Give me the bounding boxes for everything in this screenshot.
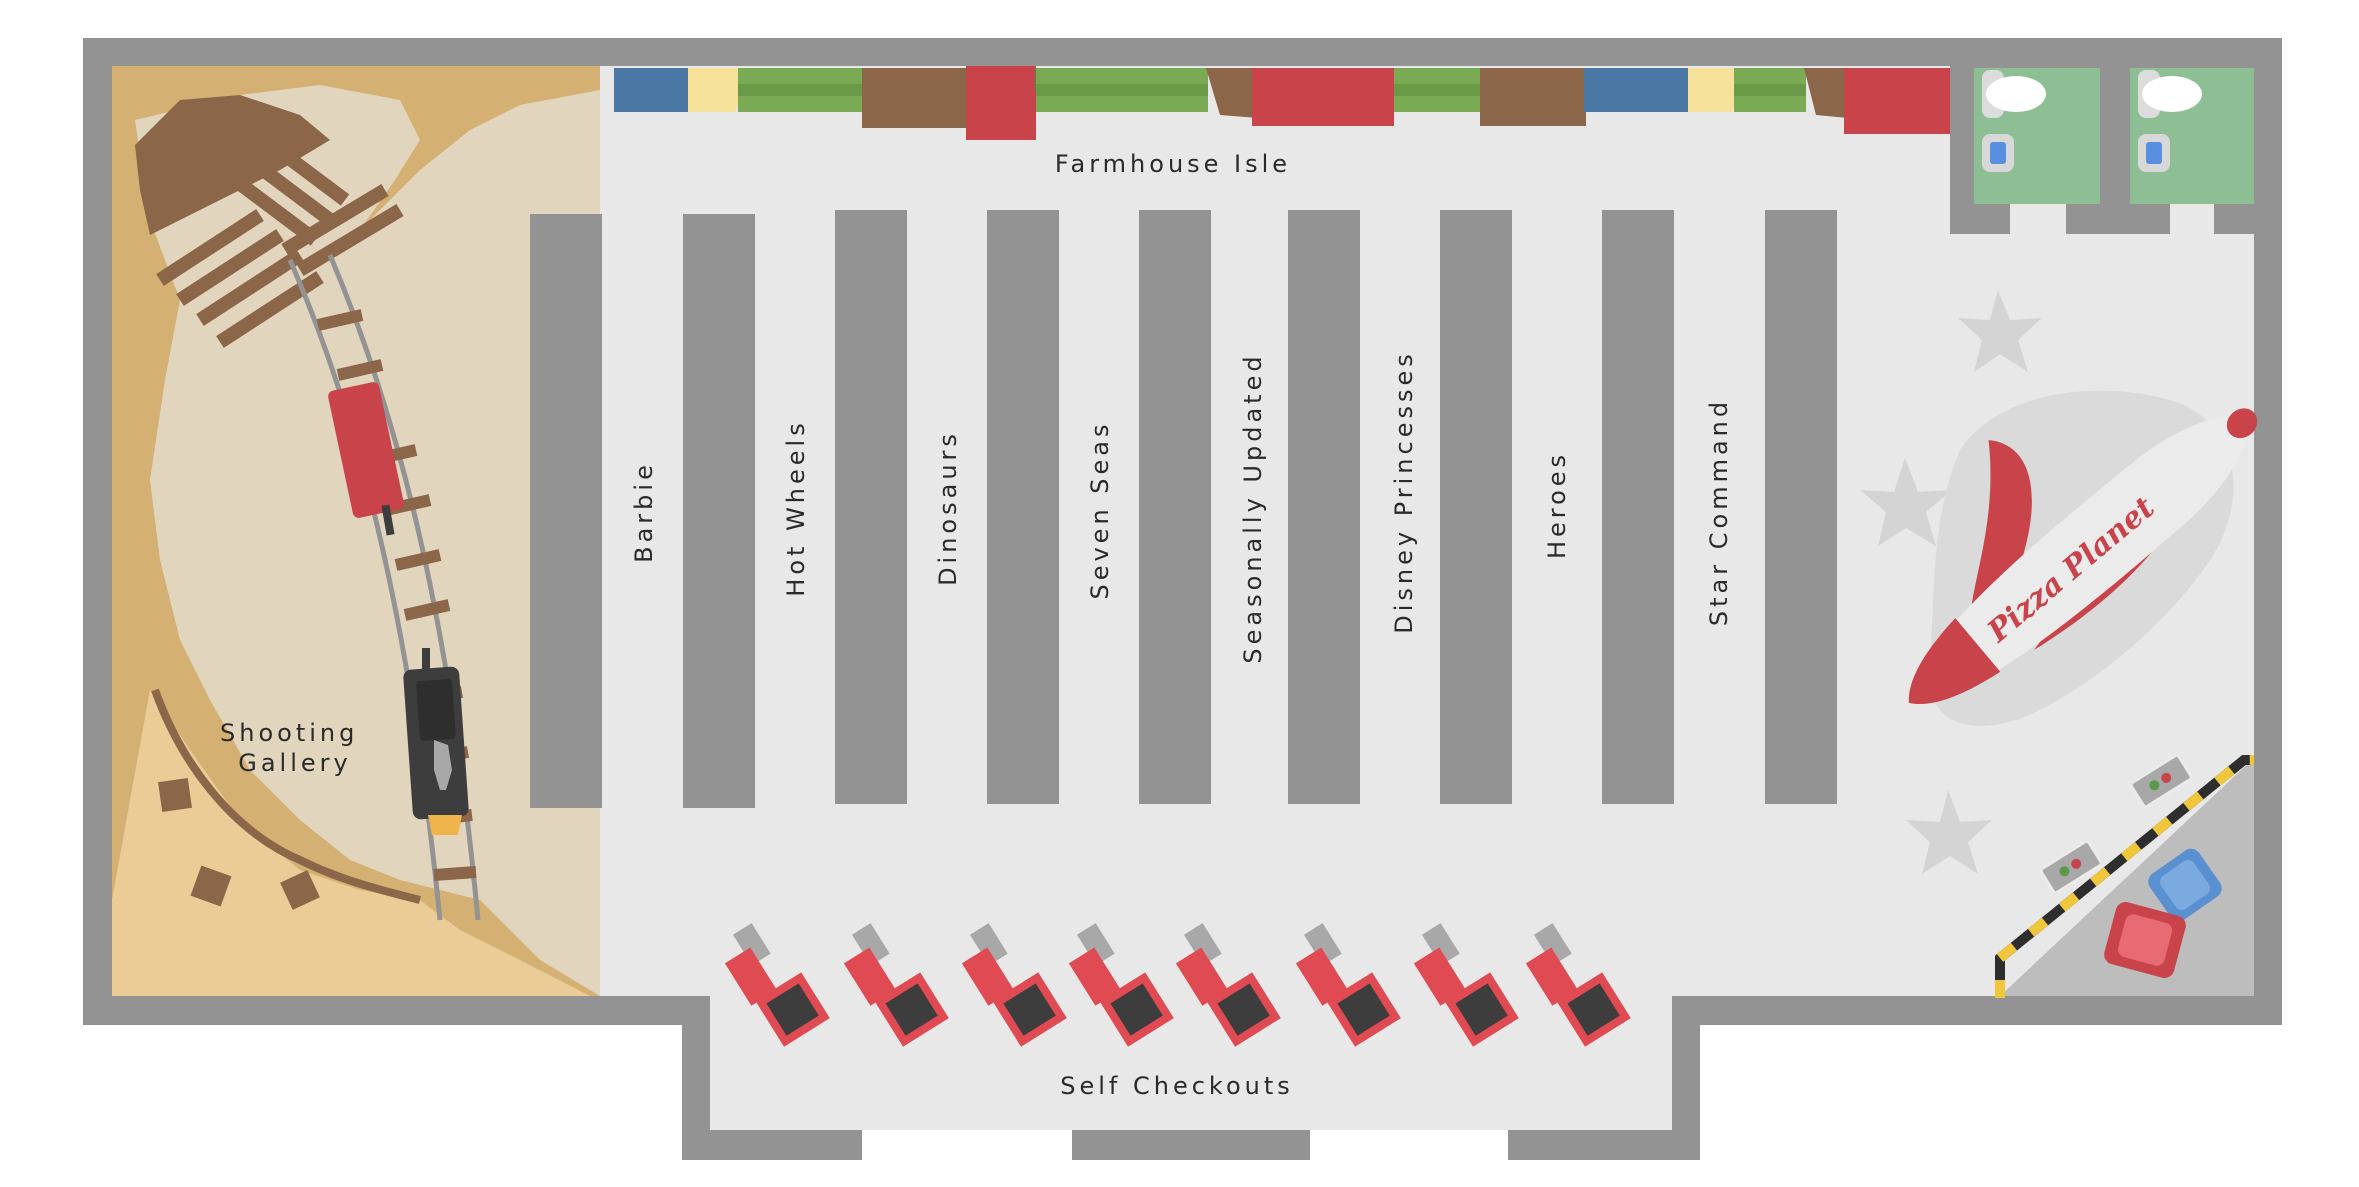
- farm-barn-brown-1: [862, 68, 970, 128]
- checkout-kiosk-icon[interactable]: [1285, 915, 1401, 1050]
- entrance-gap-right[interactable]: [1310, 1130, 1508, 1162]
- checkout-wing-floor: [710, 990, 1672, 1130]
- train-coupler: [381, 504, 395, 536]
- farm-barn-red-1: [966, 66, 1036, 140]
- aisle-label-heroes[interactable]: Heroes: [1543, 451, 1571, 559]
- self-checkouts-area: Self Checkouts: [714, 915, 1631, 1100]
- entrance-gap-left[interactable]: [862, 1130, 1072, 1162]
- crate-2: [190, 865, 232, 907]
- chair-icon[interactable]: [2102, 900, 2188, 980]
- checkout-kiosk-icon[interactable]: [714, 915, 830, 1050]
- farmhouse-isle-label: Farmhouse Isle: [1055, 150, 1291, 178]
- star-decorations: [1860, 290, 2042, 874]
- checkout-kiosk-icon[interactable]: [1058, 915, 1174, 1050]
- checkout-kiosk-icon[interactable]: [1403, 915, 1519, 1050]
- star-icon: [1958, 290, 2042, 372]
- shooting-gallery-area[interactable]: Shooting Gallery: [112, 66, 600, 996]
- crate-1: [158, 778, 192, 812]
- farm-field-green-stripe-4: [1734, 84, 1806, 96]
- aisle-label-disney-princesses[interactable]: Disney Princesses: [1390, 350, 1418, 634]
- aisle-label-dinosaurs[interactable]: Dinosaurs: [934, 430, 962, 586]
- shelf-2: [683, 214, 755, 808]
- arcade-corner[interactable]: [1995, 753, 2254, 998]
- restroom-door-gap-1: [2010, 204, 2066, 234]
- aisle-label-hot-wheels[interactable]: Hot Wheels: [782, 419, 810, 596]
- farm-barn-red-3: [1844, 68, 1952, 134]
- shelf-9: [1765, 210, 1837, 804]
- desert-crates: [158, 778, 320, 910]
- farm-roof-2: [1206, 68, 1258, 118]
- shelf-7: [1440, 210, 1512, 804]
- aisle-label-star-command[interactable]: Star Command: [1705, 398, 1733, 626]
- toilet-icon: [1982, 70, 2046, 172]
- farm-field-green-stripe-2: [1036, 84, 1208, 96]
- train-red-car: [328, 382, 404, 518]
- train-locomotive-cab: [416, 679, 456, 741]
- aisle-labels: Barbie Hot Wheels Dinosaurs Seven Seas S…: [630, 350, 1733, 663]
- checkout-kiosk-icon[interactable]: [1515, 915, 1631, 1050]
- shelf-8: [1602, 210, 1674, 804]
- pizza-planet-area[interactable]: Pizza Planet: [1812, 298, 2284, 738]
- checkout-kiosk-icon[interactable]: [833, 915, 949, 1050]
- star-icon: [1860, 458, 1952, 546]
- restrooms[interactable]: [1950, 66, 2254, 234]
- shooting-gallery-label: Shooting Gallery: [220, 719, 370, 777]
- self-checkouts-label: Self Checkouts: [1060, 1072, 1294, 1100]
- shelf-4: [987, 210, 1059, 804]
- arcade-floor: [2000, 758, 2254, 996]
- farm-roof-3: [1804, 68, 1848, 118]
- aisle-label-barbie[interactable]: Barbie: [630, 461, 658, 563]
- checkout-kiosk-icon[interactable]: [1165, 915, 1281, 1050]
- rocket-icon[interactable]: Pizza Planet: [1812, 298, 2284, 738]
- arcade-barrier: [1995, 755, 2254, 998]
- arcade-game-machine[interactable]: [2129, 753, 2193, 809]
- aisle-label-seasonally-updated[interactable]: Seasonally Updated: [1239, 352, 1267, 663]
- rock-mesa: [135, 95, 330, 235]
- chair-icon[interactable]: [2144, 845, 2225, 925]
- restroom-door-gap-2: [2170, 204, 2214, 234]
- checkout-kiosk-icon[interactable]: [951, 915, 1067, 1050]
- shelf-3: [835, 210, 907, 804]
- train-icon[interactable]: [327, 381, 469, 835]
- toilet-icon: [2138, 70, 2202, 172]
- farm-field-yellow-1: [688, 68, 742, 112]
- farm-barn-red-2: [1252, 68, 1394, 126]
- arcade-game-machine[interactable]: [2039, 839, 2103, 895]
- desert-sand-path: [135, 85, 600, 996]
- star-icon: [1906, 790, 1992, 874]
- farm-field-blue-2: [1584, 68, 1696, 112]
- shelf-1: [530, 214, 602, 808]
- farm-field-green-stripe-1: [738, 84, 863, 96]
- shelf-5: [1139, 210, 1211, 804]
- entrance-doors: [862, 1130, 1508, 1162]
- shelf-6: [1288, 210, 1360, 804]
- farm-barn-brown-2: [1480, 68, 1586, 126]
- train-coupler-2: [422, 648, 430, 673]
- aisle-shelves: [530, 210, 1837, 808]
- farm-field-blue-1: [614, 68, 698, 112]
- canyon-ridge-line: [151, 688, 421, 904]
- farmhouse-isle-display[interactable]: Farmhouse Isle: [614, 66, 1952, 178]
- train-cowcatcher: [428, 815, 462, 835]
- crate-3: [280, 870, 320, 910]
- aisle-label-seven-seas[interactable]: Seven Seas: [1086, 420, 1114, 599]
- train-smokestack: [434, 740, 452, 790]
- farm-field-green-stripe-3: [1394, 84, 1480, 96]
- desert-lower-dune: [112, 690, 590, 996]
- farm-field-yellow-2: [1688, 68, 1738, 112]
